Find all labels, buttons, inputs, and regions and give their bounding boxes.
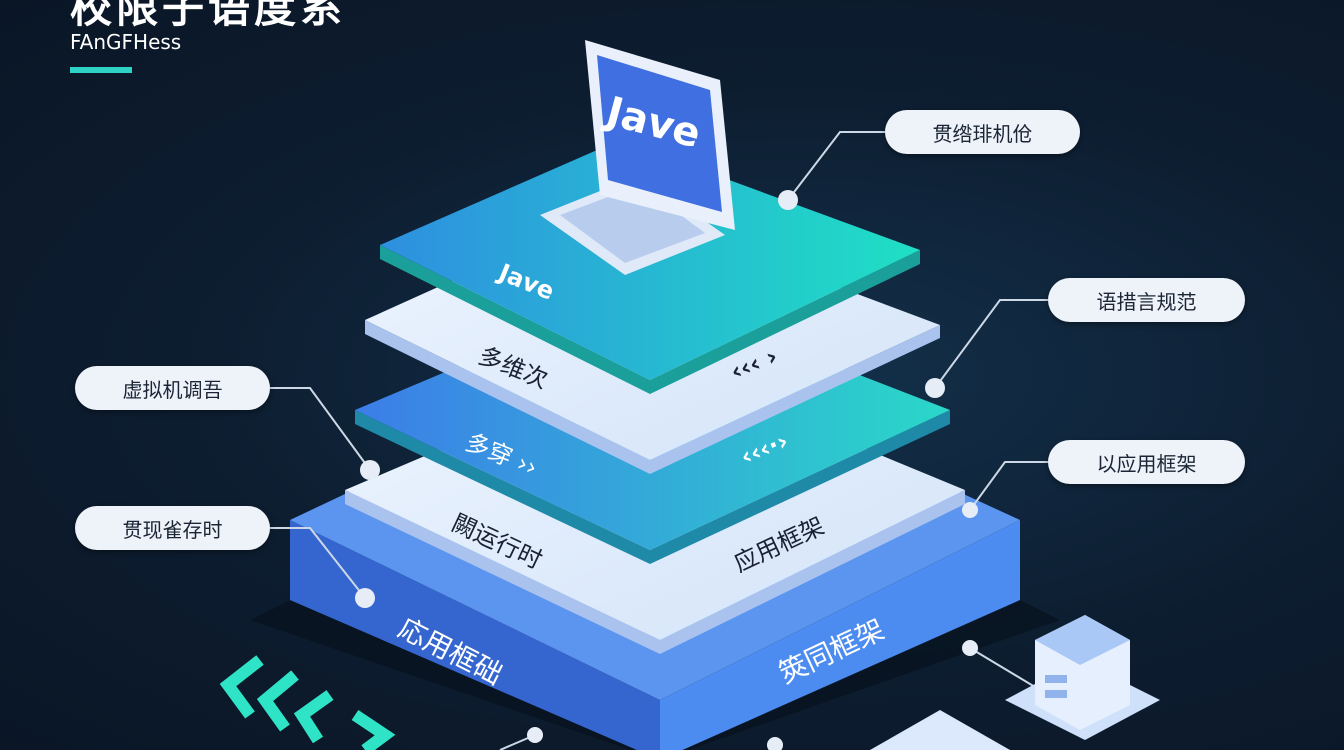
callout-middle-right: 语措言规范 xyxy=(1048,278,1245,322)
callout-lower-left: 贯现雀存时 xyxy=(75,506,270,550)
laptop-icon xyxy=(870,710,1010,750)
accent-bar xyxy=(70,67,132,73)
page-title: 校限子语度系 xyxy=(70,0,347,32)
callout-top-right: 贯绺琲机伧 xyxy=(885,110,1080,154)
page-subtitle: FAnGFHess xyxy=(70,30,182,54)
base-left-side xyxy=(290,520,660,750)
computer-monitor-icon xyxy=(540,40,735,275)
server-icon xyxy=(1005,615,1160,740)
callout-dots xyxy=(355,190,978,750)
base-right-side xyxy=(660,520,1020,750)
leader-lines xyxy=(270,131,1048,750)
code-chevron-icon xyxy=(219,655,396,750)
callout-upper-left: 虚拟机调吾 xyxy=(75,366,270,410)
callout-lower-right: 以应用框架 xyxy=(1048,440,1245,484)
